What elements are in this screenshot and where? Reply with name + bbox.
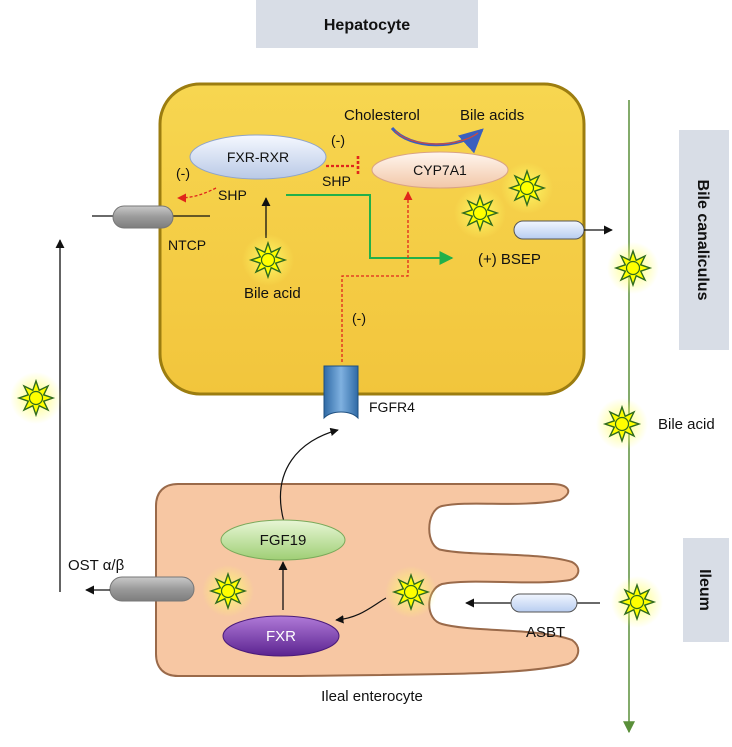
bsep-transporter-icon bbox=[513, 220, 585, 240]
cyp7a1-node bbox=[371, 151, 509, 189]
hepatocyte-title: Hepatocyte bbox=[324, 17, 410, 34]
conversion-arrow-highlight bbox=[394, 130, 479, 145]
fxr-rxr-node bbox=[189, 134, 327, 180]
ost-label: OST α/β bbox=[68, 557, 125, 574]
bile-acid-sun-icon bbox=[384, 565, 438, 619]
bile-acid-to-fxr-arrow bbox=[335, 597, 387, 624]
bile-acid-sun-icon bbox=[606, 241, 660, 295]
fxr-label: FXR bbox=[266, 628, 296, 645]
shp-inhibits-fxr-arrow bbox=[177, 187, 217, 203]
hepatocyte-header-box bbox=[256, 0, 478, 48]
fgfr4-receptor-icon bbox=[323, 365, 359, 420]
inhibition-label-top: (-) bbox=[331, 132, 345, 148]
fgf19-node bbox=[220, 519, 346, 561]
fgfr4-inhibits-cyp7a1-arrow bbox=[341, 191, 413, 362]
cholesterol-label: Cholesterol bbox=[344, 107, 420, 124]
bile-acid-right-label: Bile acid bbox=[658, 416, 715, 433]
bile-canaliculus-box bbox=[679, 130, 729, 350]
ileal-enterocyte-label: Ileal enterocyte bbox=[321, 688, 423, 705]
bile-acid-sun-icon bbox=[9, 371, 63, 425]
fgf19-to-fgfr4-arrow bbox=[279, 427, 339, 523]
fxr-activates-bsep-arrow bbox=[286, 194, 454, 265]
bsep-label: (+) BSEP bbox=[478, 251, 541, 268]
bile-acid-sun-icon bbox=[610, 575, 664, 629]
asbt-transporter-icon bbox=[510, 593, 578, 613]
bile-acid-sun-icon bbox=[500, 161, 554, 215]
bile-acid-sun-icon bbox=[595, 397, 649, 451]
inhibition-label-left: (-) bbox=[176, 165, 190, 181]
ntcp-label: NTCP bbox=[168, 237, 206, 253]
shp-label-left: SHP bbox=[218, 187, 247, 203]
fgfr4-label: FGFR4 bbox=[369, 399, 415, 415]
shp-label-mid: SHP bbox=[322, 173, 351, 189]
bile-acid-sun-icon bbox=[241, 233, 295, 287]
bile-acid-sun-icon bbox=[453, 186, 507, 240]
ileum-label: Ileum bbox=[696, 569, 713, 611]
bile-acid-sun-icon bbox=[201, 564, 255, 618]
bile-canaliculus-label: Bile canaliculus bbox=[694, 180, 711, 301]
fxr-rxr-label: FXR-RXR bbox=[227, 149, 289, 165]
fxr-node bbox=[222, 615, 340, 657]
fgf19-label: FGF19 bbox=[260, 532, 307, 549]
cyp7a1-label: CYP7A1 bbox=[413, 162, 467, 178]
ost-transporter-icon bbox=[109, 576, 195, 602]
asbt-label: ASBT bbox=[526, 624, 565, 641]
ntcp-transporter-icon bbox=[112, 205, 174, 229]
ileum-box bbox=[683, 538, 729, 642]
inhibition-label-mid: (-) bbox=[352, 310, 366, 326]
bile-acids-label: Bile acids bbox=[460, 107, 524, 124]
bile-acid-inner-label: Bile acid bbox=[244, 285, 301, 302]
